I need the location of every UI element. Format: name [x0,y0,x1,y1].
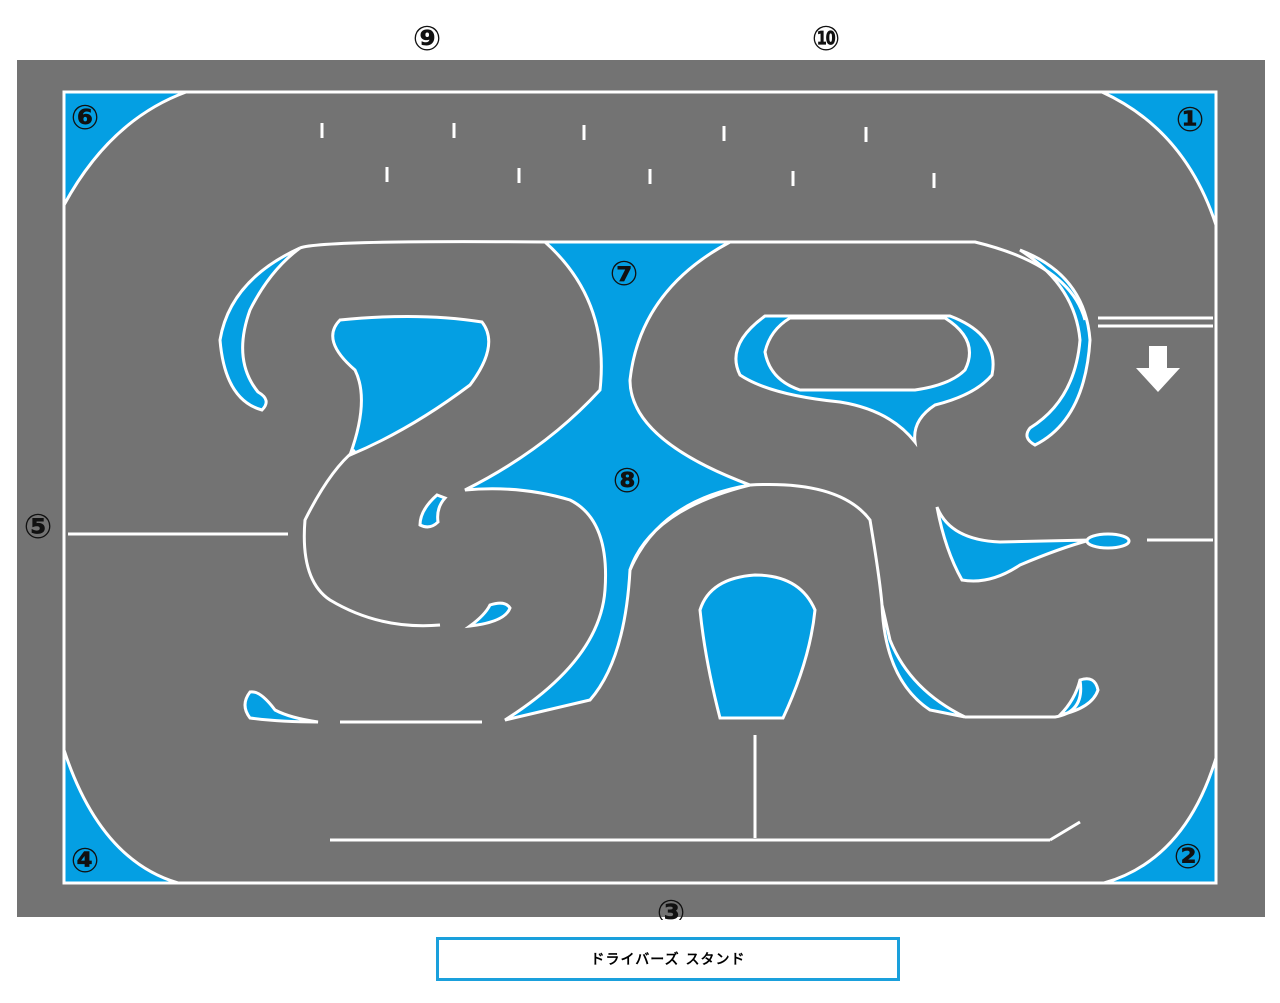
infield-right-mid [935,506,1091,583]
infield-right-island [1085,532,1131,550]
corner-label-8: ⑧ [613,461,642,501]
corner-label-5: ⑤ [24,507,53,547]
corner-label-6: ⑥ [71,98,100,138]
infield-right-loop-inner [763,316,971,392]
infield-left-hairpin [218,246,301,412]
track-boundary [62,90,1218,885]
straight-lines [68,316,1213,842]
track-map: ① ② ③ ④ ⑤ ⑥ ⑦ ⑧ ⑨ ⑩ [17,19,1265,920]
corner-label-1: ① [1176,100,1205,140]
infield-center [464,240,756,722]
infield-right-lower [880,604,966,719]
corner-label-3: ③ [657,893,686,920]
infield-sliver-bottom-left [243,690,319,724]
corner-label-9: ⑨ [413,19,442,59]
down-arrow-icon [1136,346,1180,392]
corner-label-10: ⑩ [812,19,841,59]
corner-label-4: ④ [71,841,100,881]
infield-right-hairpin [1019,248,1092,447]
driver-stand-label: ドライバーズ スタンド [590,952,746,968]
corner-label-2: ② [1174,837,1203,877]
infield-sliver-mid-left [418,493,448,529]
corner-label-7: ⑦ [610,254,639,294]
top-straight-markers [320,123,936,188]
track-edge-lines [299,240,1087,719]
infield-corner-top-left [62,90,187,206]
driver-stand: ドライバーズ スタンド [436,937,900,981]
infield-bottom-center [698,573,817,720]
infield-left-loop [331,314,491,458]
infield-sliver-lower-mid [464,601,512,629]
